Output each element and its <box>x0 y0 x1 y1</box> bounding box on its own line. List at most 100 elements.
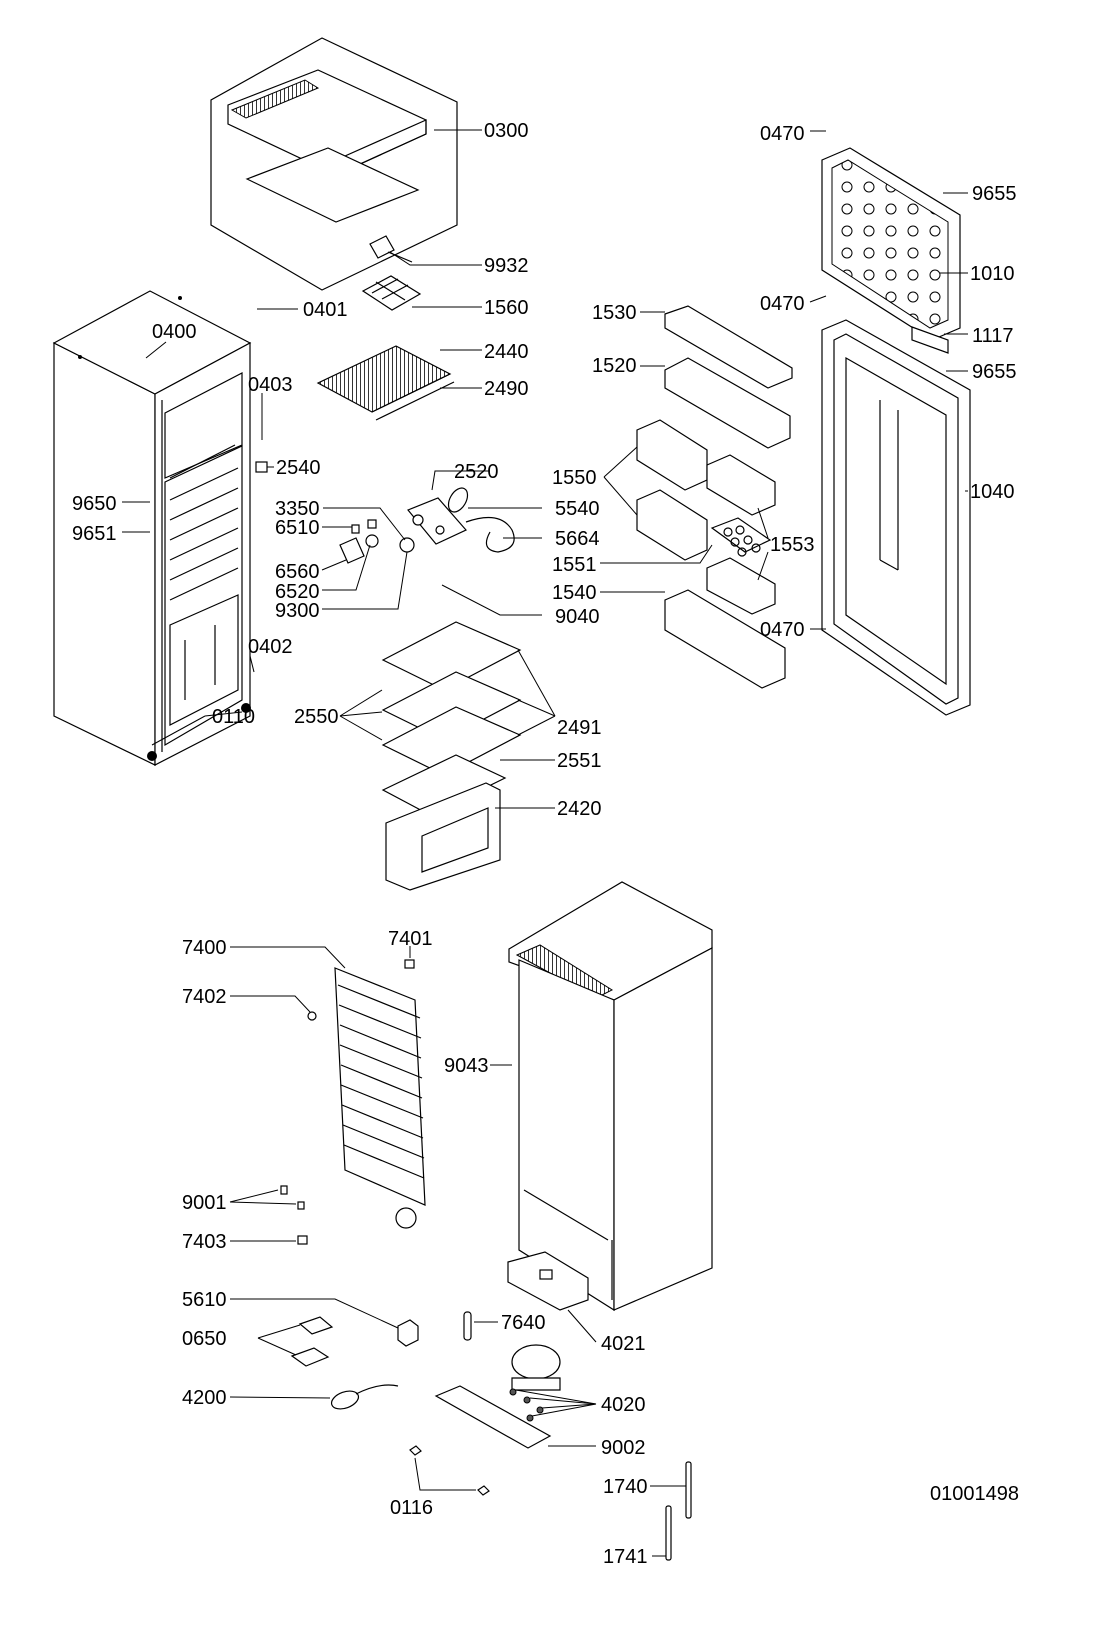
door-balcony-1550-lower <box>636 489 708 561</box>
label-6520: 6520 <box>275 581 320 603</box>
label-0470-middle: 0470 <box>760 293 805 315</box>
label-3350: 3350 <box>275 498 320 520</box>
label-9043: 9043 <box>444 1055 489 1077</box>
door-balcony-1550-upper <box>636 419 708 491</box>
label-6510: 6510 <box>275 517 320 539</box>
label-9001: 9001 <box>182 1192 227 1214</box>
label-2420: 2420 <box>557 798 602 820</box>
clip-7402 <box>307 1011 317 1021</box>
ice-tray-1560 <box>361 275 422 311</box>
freezer-door-1010 <box>821 147 961 341</box>
cabinet-rear-view <box>508 881 713 1312</box>
document-number: 01001498 <box>930 1483 1019 1505</box>
label-1117: 1117 <box>972 325 1014 347</box>
door-balcony-1553-upper <box>706 454 776 516</box>
drain-tray-4021 <box>507 1251 589 1311</box>
clip-7401 <box>404 959 415 969</box>
door-plate-1117 <box>911 326 949 354</box>
leader-lines <box>122 129 968 1557</box>
knob-3350 <box>399 537 415 553</box>
label-0470-bottom: 0470 <box>760 619 805 641</box>
condenser-7400 <box>334 967 426 1229</box>
capacitor-4200 <box>330 1384 399 1410</box>
fridge-door-1040 <box>821 319 971 716</box>
label-1741: 1741 <box>603 1546 648 1568</box>
door-balcony-1540 <box>664 589 786 689</box>
lamp-5540 <box>447 487 469 513</box>
door-balcony-1520 <box>664 357 791 449</box>
label-9300: 9300 <box>275 600 320 622</box>
refrigerator-cabinet <box>52 290 252 766</box>
tube-1741 <box>665 1505 672 1561</box>
top-cover-assembly <box>210 37 458 291</box>
label-4021: 4021 <box>601 1333 646 1355</box>
relay-5610 <box>397 1319 419 1347</box>
label-4200: 4200 <box>182 1387 227 1409</box>
wire-shelf-2440 <box>316 345 455 421</box>
compressor-4020 <box>509 1344 561 1422</box>
label-0470-top: 0470 <box>760 123 805 145</box>
door-balcony-1553-lower <box>706 557 776 615</box>
label-4020: 4020 <box>601 1394 646 1416</box>
filter-drier-7640 <box>463 1311 472 1341</box>
label-2520: 2520 <box>454 461 499 483</box>
label-1040: 1040 <box>970 481 1015 503</box>
label-2550: 2550 <box>294 706 339 728</box>
label-0116: 0116 <box>390 1497 433 1519</box>
label-2490: 2490 <box>484 378 529 400</box>
label-1540: 1540 <box>552 582 597 604</box>
base-plate-9002 <box>434 1385 552 1449</box>
label-9655-top: 9655 <box>972 183 1017 205</box>
part-labels: 0300 0470 9655 9932 1010 0470 0401 1560 … <box>72 120 1019 1568</box>
label-7402: 7402 <box>182 986 227 1008</box>
foot-0116 <box>409 1445 490 1496</box>
label-7401: 7401 <box>388 928 433 950</box>
label-9650: 9650 <box>72 493 117 515</box>
tube-1740 <box>685 1461 692 1519</box>
label-2440: 2440 <box>484 341 529 363</box>
egg-tray-1551 <box>710 517 772 557</box>
label-9651: 9651 <box>72 523 117 545</box>
label-9002: 9002 <box>601 1437 646 1459</box>
grommet-9001 <box>280 1185 305 1210</box>
condenser-coils <box>337 984 425 1179</box>
label-9655-middle: 9655 <box>972 361 1017 383</box>
cable-5664 <box>465 516 515 553</box>
label-2491: 2491 <box>557 717 602 739</box>
glass-shelves-2550 <box>381 621 522 816</box>
label-7400: 7400 <box>182 937 227 959</box>
label-0400: 0400 <box>152 321 197 343</box>
label-0650: 0650 <box>182 1328 227 1350</box>
shelf-switch-2540 <box>255 461 268 473</box>
label-6560: 6560 <box>275 561 320 583</box>
thermostat-6560 <box>339 534 379 564</box>
label-7640: 7640 <box>501 1312 546 1334</box>
label-9932: 9932 <box>484 255 529 277</box>
cabinet-shelf-rails <box>169 467 239 601</box>
label-0110: 0110 <box>212 706 255 728</box>
label-2551: 2551 <box>557 750 602 772</box>
label-1530: 1530 <box>592 302 637 324</box>
thermostat-housing-2520 <box>407 497 467 545</box>
lamp-holder-6510 <box>351 519 377 534</box>
pads-0650 <box>290 1316 334 1367</box>
label-1010: 1010 <box>970 263 1015 285</box>
label-0402: 0402 <box>248 636 293 658</box>
label-1520: 1520 <box>592 355 637 377</box>
label-5664: 5664 <box>555 528 600 550</box>
label-1740: 1740 <box>603 1476 648 1498</box>
label-1553: 1553 <box>770 534 815 556</box>
label-2540: 2540 <box>276 457 321 479</box>
label-5540: 5540 <box>555 498 600 520</box>
label-1550: 1550 <box>552 467 597 489</box>
label-0300: 0300 <box>484 120 529 142</box>
label-1560: 1560 <box>484 297 529 319</box>
crisper-drawer-2420 <box>385 782 501 891</box>
label-0401: 0401 <box>303 299 348 321</box>
ice-scraper-9932 <box>369 235 413 263</box>
label-1551: 1551 <box>552 554 597 576</box>
label-0403: 0403 <box>248 374 293 396</box>
door-balcony-1530 <box>664 305 793 389</box>
label-7403: 7403 <box>182 1231 227 1253</box>
